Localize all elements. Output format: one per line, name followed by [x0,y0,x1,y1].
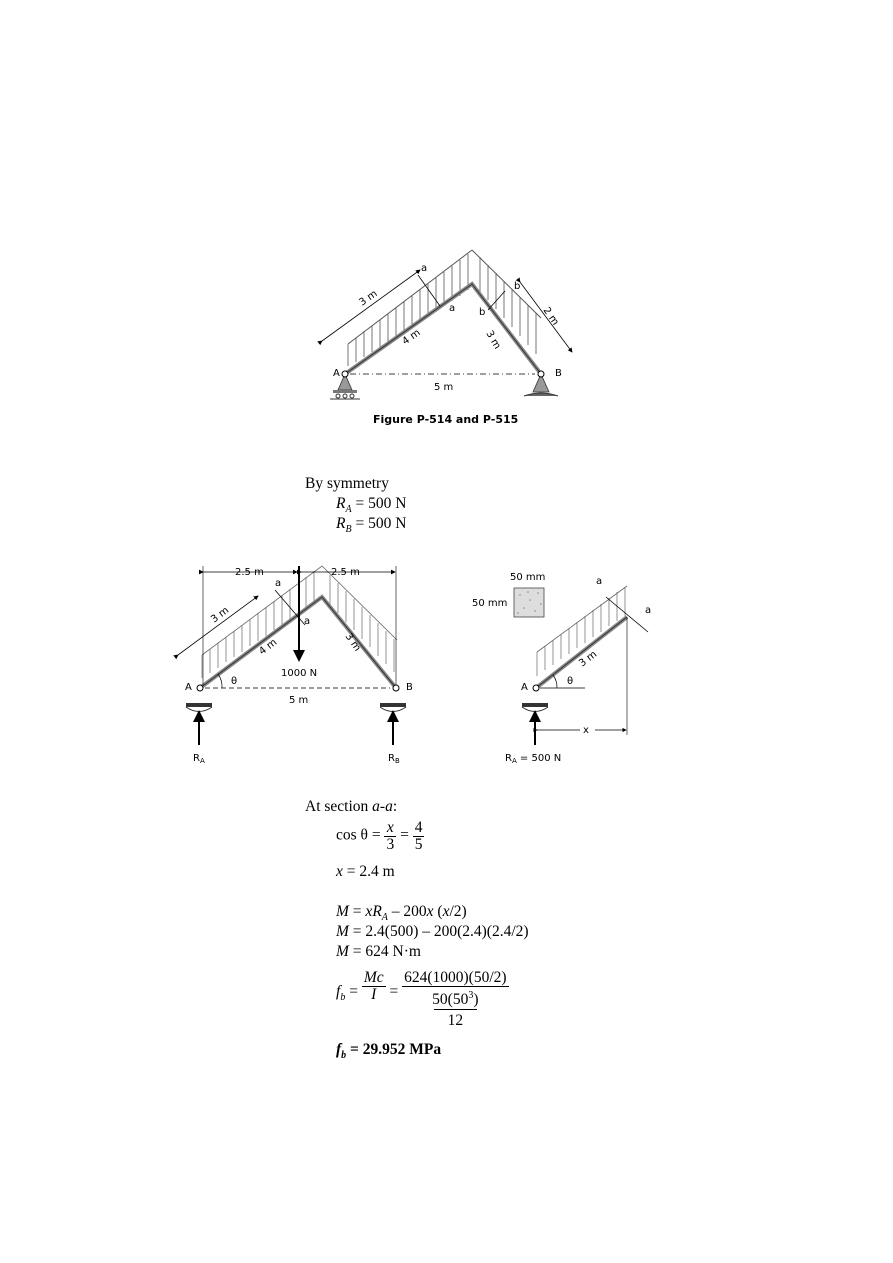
label-a-bottom: a [449,303,455,314]
label-2.5m-left: 2.5 m [235,567,264,578]
label-2.5m-right: 2.5 m [331,567,360,578]
result-fb: fb = 29.952 MPa [336,1041,442,1062]
label-a-top: a [421,263,427,274]
figure-caption: Figure P-514 and P-515 [373,413,518,426]
label-a-bottom-fbd: a [304,616,310,627]
label-A: A [333,368,340,379]
label-A-section: A [521,682,528,693]
label-B-fbd: B [406,682,413,693]
label-3m-fbd: 3 m [209,605,231,625]
label-5m-fbd: 5 m [289,695,308,706]
label-ra-fbd: RA [193,753,205,765]
label-4m-fbd: 4 m [257,637,279,657]
label-3m-left: 3 m [357,288,379,308]
section-heading: At section a-a: [305,798,398,815]
label-height-50mm: 50 mm [472,598,507,609]
label-B: B [555,368,562,379]
x-value: x = 2.4 m [336,863,395,880]
label-width-50mm: 50 mm [510,572,545,583]
label-5m: 5 m [434,382,453,393]
figure-p514-p515: 3 m 4 m 3 m 2 m 5 m a a b b A B Figure P… [317,249,573,426]
moment-equation-3: M = 624 N·m [336,943,421,960]
label-1000n: 1000 N [281,668,317,679]
label-3m-right-fbd: 3 m [343,631,363,653]
label-3m-right: 3 m [483,329,502,351]
label-theta: θ [231,676,237,687]
moment-equation-2: M = 2.4(500) – 200(2.4)(2.4/2) [336,923,529,940]
label-2m: 2 m [541,305,561,327]
free-body-diagram: 2.5 m 2.5 m 3 m 4 m 3 m 1000 N 5 m θ A B… [173,565,413,765]
distributed-load-section [536,587,626,676]
reaction-ra: RA = 500 N [336,495,407,516]
label-x: x [583,725,589,736]
label-theta-section: θ [567,676,573,687]
label-a-top-section: a [596,576,602,587]
by-symmetry-heading: By symmetry [305,475,389,492]
label-A-fbd: A [185,682,192,693]
pin-support-b [532,373,550,393]
label-rb-fbd: RB [388,753,400,765]
cross-section-square [513,587,545,618]
label-b-top: b [514,281,520,292]
reaction-rb: RB = 500 N [336,515,407,536]
moment-equation-1: M = xRA – 200x (x/2) [336,903,467,924]
label-ra-500n: RA = 500 N [505,753,561,765]
label-a-top-fbd: a [275,578,281,589]
label-b-bottom: b [479,307,485,318]
section-diagram: 50 mm 50 mm a a 3 m θ A x RA = 500 N [472,572,651,765]
label-a-right-section: a [645,605,651,616]
